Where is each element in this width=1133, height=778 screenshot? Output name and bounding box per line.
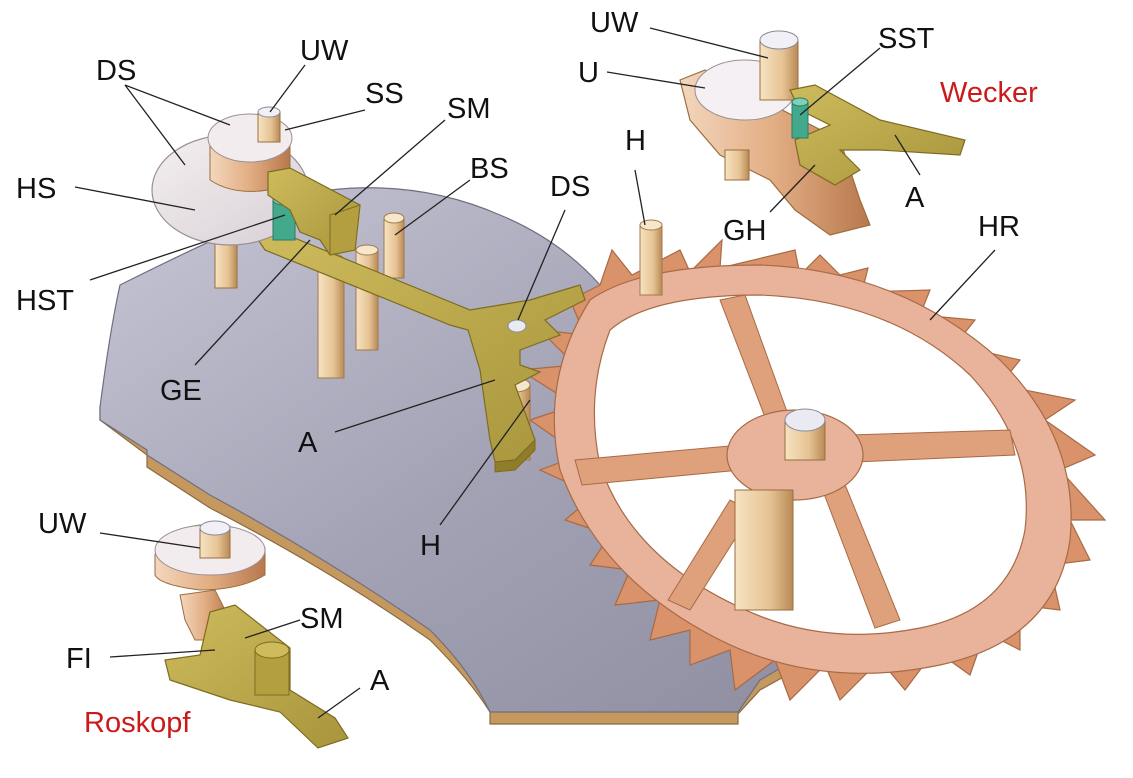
caption-roskopf: Roskopf <box>84 707 191 739</box>
labels: UW DS SS SM HS BS H DS HST GE A H HR UW … <box>16 7 1038 739</box>
label-roskopf-uw: UW <box>38 508 87 540</box>
safety-lever <box>267 167 361 256</box>
pallet-fork <box>254 229 586 473</box>
wecker-detail <box>679 30 966 236</box>
label-main-hr: HR <box>978 211 1020 243</box>
caption-wecker: Wecker <box>940 77 1038 109</box>
label-main-ge: GE <box>160 375 202 407</box>
label-wecker-uw: UW <box>590 7 639 39</box>
label-main-h-bottom: H <box>420 530 441 562</box>
label-roskopf-sm: SM <box>300 603 344 635</box>
label-wecker-sst: SST <box>878 23 935 55</box>
label-main-ds-top: DS <box>96 55 136 87</box>
label-main-bs: BS <box>470 153 509 185</box>
label-roskopf-fi: FI <box>66 643 92 675</box>
label-wecker-u: U <box>578 57 599 89</box>
label-main-uw: UW <box>300 35 349 67</box>
leader-lines <box>74 27 996 719</box>
label-main-sm: SM <box>447 93 491 125</box>
label-main-h-top: H <box>625 125 646 157</box>
label-wecker-gh: GH <box>723 215 767 247</box>
label-wecker-a: A <box>905 182 925 214</box>
label-main-ss: SS <box>365 78 404 110</box>
label-main-hs: HS <box>16 173 56 205</box>
roskopf-detail <box>154 520 349 749</box>
label-main-a: A <box>298 427 318 459</box>
label-main-ds-fork: DS <box>550 171 590 203</box>
escape-wheel <box>518 238 1107 702</box>
label-roskopf-a: A <box>370 665 390 697</box>
label-main-hst: HST <box>16 285 74 317</box>
